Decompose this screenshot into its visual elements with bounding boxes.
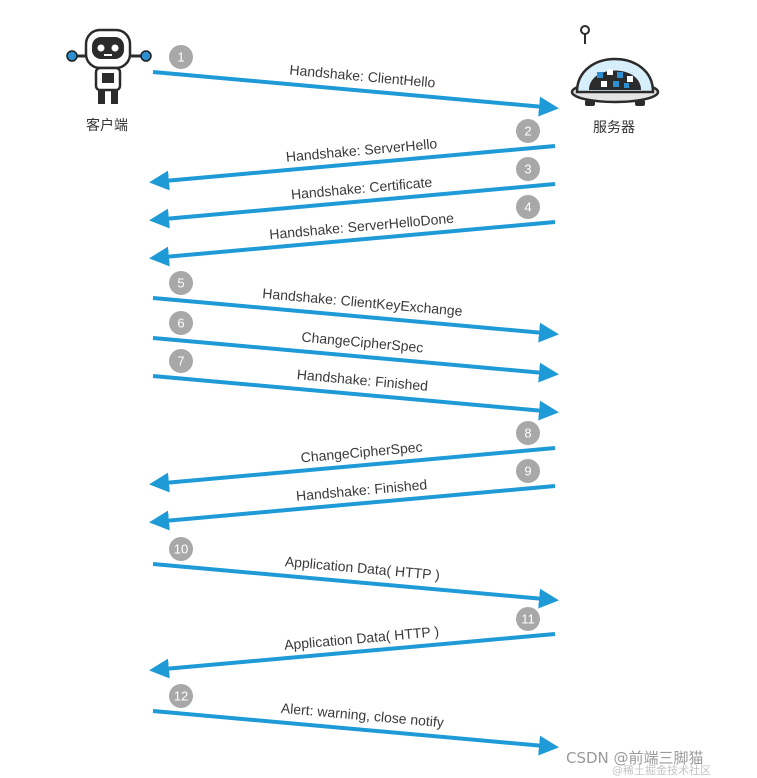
server-label: 服务器	[593, 120, 635, 136]
step-badge-3: 3	[516, 157, 540, 181]
step-number-1: 1	[177, 50, 184, 65]
step-number-4: 4	[524, 200, 531, 215]
step-number-10: 10	[174, 542, 188, 557]
step-number-6: 6	[177, 316, 184, 331]
client-label: 客户端	[86, 118, 128, 134]
step-badge-1: 1	[169, 45, 193, 69]
step-badge-4: 4	[516, 195, 540, 219]
step-number-2: 2	[524, 124, 531, 139]
message-arrow-3	[149, 182, 556, 229]
server-dome-icon	[570, 25, 660, 106]
message-arrow-1	[152, 70, 559, 117]
step-number-8: 8	[524, 426, 531, 441]
watermark-main: CSDN @前端三脚猫	[566, 749, 704, 767]
step-number-7: 7	[177, 354, 184, 369]
step-number-11: 11	[521, 612, 535, 627]
step-badge-7: 7	[169, 349, 193, 373]
message-arrow-10	[152, 562, 559, 609]
step-badge-11: 11	[516, 607, 540, 631]
message-arrow-6	[152, 336, 559, 383]
message-arrow-12	[152, 709, 559, 756]
message-arrow-2	[149, 144, 556, 191]
message-arrow-4	[149, 220, 556, 267]
step-badge-5: 5	[169, 271, 193, 295]
message-arrow-8	[149, 446, 556, 493]
message-arrows	[149, 70, 559, 756]
step-badge-12: 12	[169, 684, 193, 708]
step-badge-9: 9	[516, 459, 540, 483]
step-number-3: 3	[524, 162, 531, 177]
step-number-5: 5	[177, 276, 184, 291]
watermark-sub: @稀土掘金技术社区	[612, 764, 711, 777]
message-arrow-7	[152, 374, 559, 421]
step-badge-6: 6	[169, 311, 193, 335]
message-label-11: Application Data( HTTP )	[283, 623, 439, 653]
step-number-12: 12	[174, 689, 188, 704]
step-badge-10: 10	[169, 537, 193, 561]
message-arrow-11	[149, 632, 556, 679]
message-arrow-5	[152, 296, 559, 343]
step-number-9: 9	[524, 464, 531, 479]
message-arrow-9	[149, 484, 556, 531]
message-label-5: Handshake: ClientKeyExchange	[262, 285, 464, 319]
step-badge-2: 2	[516, 119, 540, 143]
client-robot-icon	[66, 28, 152, 104]
step-badge-8: 8	[516, 421, 540, 445]
